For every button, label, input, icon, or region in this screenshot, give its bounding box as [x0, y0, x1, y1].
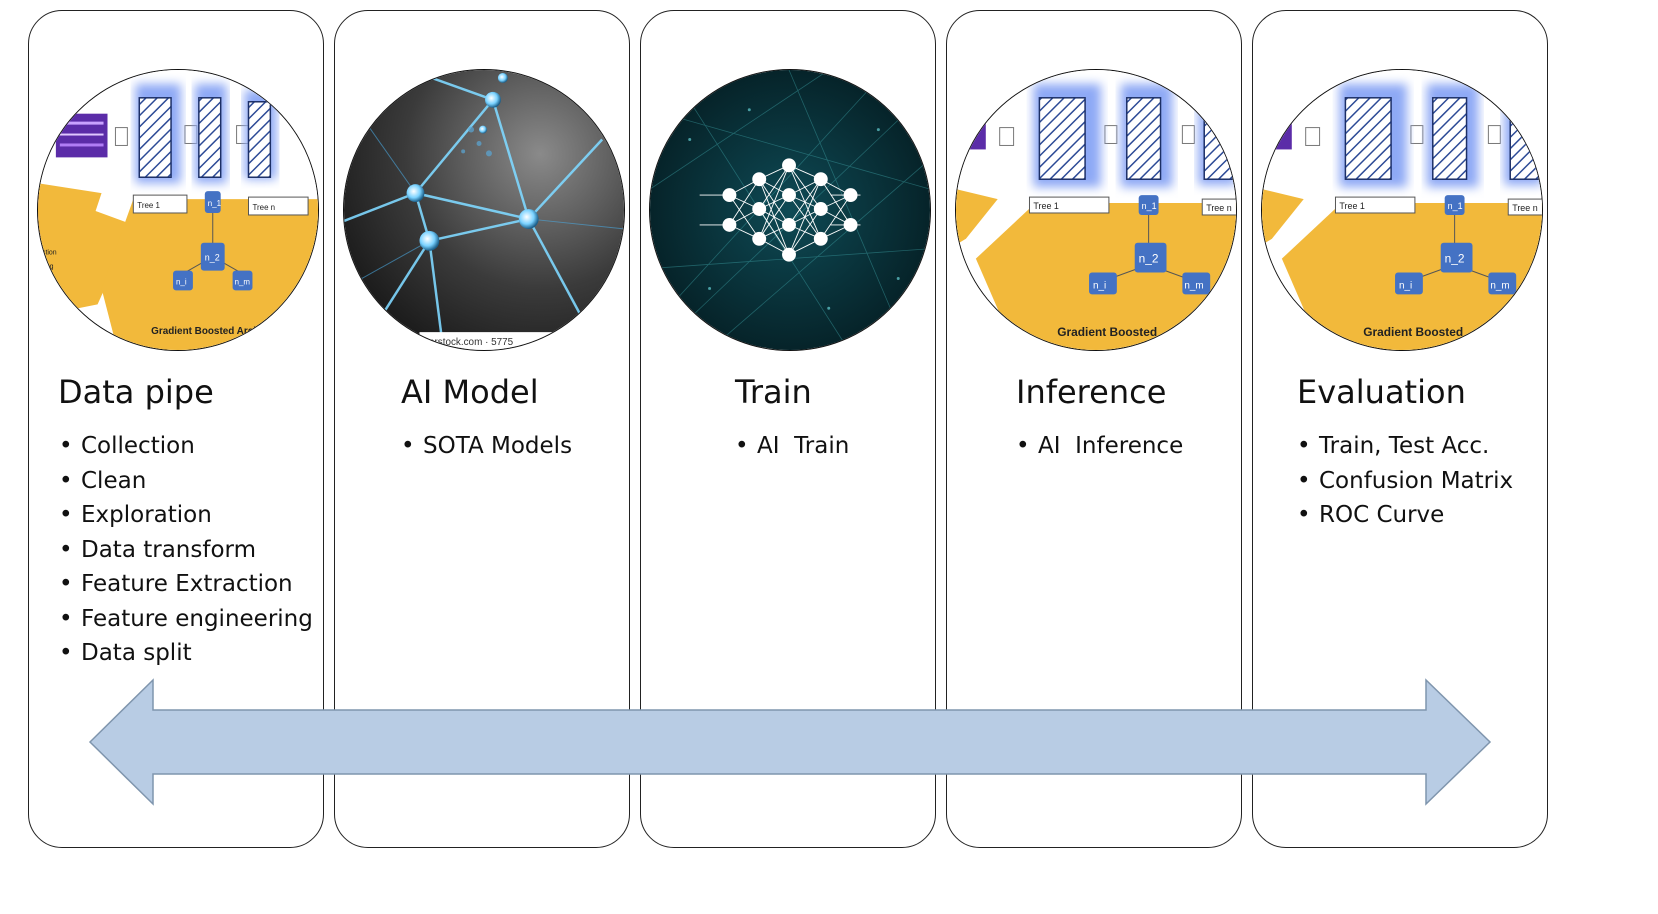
gb-node-1-label: n_1	[208, 199, 222, 208]
gb-tree-first-label: Tree 1	[137, 201, 160, 210]
stage-panel-data-pipe: Tree 1 Tree n n_1 n_2 n_i n_m ction ring…	[28, 10, 324, 848]
bullet-item: Feature Extraction	[59, 567, 313, 602]
stage-panel-evaluation: Tree 1 Tree n n_1 n_2 n_i n_m Gradient B…	[1252, 10, 1548, 848]
bullet-item: Train, Test Acc.	[1297, 429, 1513, 464]
bullet-item: Data split	[59, 636, 313, 671]
stage-panel-train: Train AI Train	[640, 10, 936, 848]
stage-panel-inference: Tree 1 Tree n n_1 n_2 n_i n_m Gradient B…	[946, 10, 1242, 848]
bullet-item: AI Inference	[1016, 429, 1183, 464]
stage-title-data-pipe: Data pipe	[58, 373, 214, 411]
bullet-item: Collection	[59, 429, 313, 464]
bullet-item: Clean	[59, 464, 313, 499]
gb-caption: Gradient Boosted	[1057, 325, 1157, 339]
bullet-item: ROC Curve	[1297, 498, 1513, 533]
gb-node-i-label: n_i	[176, 277, 187, 286]
bullet-item: Feature engineering	[59, 602, 313, 637]
stage-title-train: Train	[735, 373, 812, 411]
gradient-boosted-thumbnail: Tree 1 Tree n n_1 n_2 n_i n_m ction ring…	[37, 69, 319, 351]
stage-title-evaluation: Evaluation	[1297, 373, 1466, 411]
stage-bullets-ai-model: SOTA Models	[401, 429, 572, 464]
gb-side-text-a: ction	[42, 250, 57, 257]
gb-tree-last-label: Tree n	[252, 203, 275, 212]
gb-node-m-label: n_m	[1490, 280, 1509, 291]
bullet-item: Confusion Matrix	[1297, 464, 1513, 499]
gb-tree-first-label: Tree 1	[1339, 201, 1364, 211]
gb-node-1-label: n_1	[1448, 201, 1463, 211]
neural-network-3d-thumbnail: tterstock.com · 5775	[343, 69, 625, 351]
gb-node-2-label: n_2	[205, 253, 220, 263]
bullet-item: Data transform	[59, 533, 313, 568]
gb-node-2-label: n_2	[1445, 252, 1465, 266]
gradient-boosted-thumbnail: Tree 1 Tree n n_1 n_2 n_i n_m Gradient B…	[1261, 69, 1543, 351]
stage-bullets-inference: AI Inference	[1016, 429, 1183, 464]
gb-node-2-label: n_2	[1139, 252, 1159, 266]
stage-title-inference: Inference	[1016, 373, 1167, 411]
gb-node-m-label: n_m	[1184, 280, 1203, 291]
stock-watermark: tterstock.com · 5775	[423, 337, 513, 348]
stage-bullets-train: AI Train	[735, 429, 849, 464]
gradient-boosted-thumbnail: Tree 1 Tree n n_1 n_2 n_i n_m Gradient B…	[955, 69, 1237, 351]
gb-tree-last-label: Tree n	[1512, 203, 1537, 213]
gb-node-i-label: n_i	[1399, 280, 1412, 291]
gb-node-i-label: n_i	[1093, 280, 1106, 291]
stage-bullets-evaluation: Train, Test Acc. Confusion Matrix ROC Cu…	[1297, 429, 1513, 533]
gb-caption: Gradient Boosted Archit	[151, 326, 266, 337]
bullet-item: Exploration	[59, 498, 313, 533]
bullet-item: AI Train	[735, 429, 849, 464]
gb-node-1-label: n_1	[1142, 201, 1157, 211]
gb-caption: Gradient Boosted	[1363, 325, 1463, 339]
gb-node-m-label: n_m	[235, 277, 251, 286]
gb-tree-last-label: Tree n	[1206, 203, 1231, 213]
neural-network-diagram-thumbnail	[649, 69, 931, 351]
stage-title-ai-model: AI Model	[401, 373, 539, 411]
gb-side-text-b: ring	[42, 264, 54, 271]
bullet-item: SOTA Models	[401, 429, 572, 464]
stage-bullets-data-pipe: Collection Clean Exploration Data transf…	[59, 429, 313, 671]
stage-panel-ai-model: tterstock.com · 5775 AI Model SOTA Model…	[334, 10, 630, 848]
gb-tree-first-label: Tree 1	[1033, 201, 1058, 211]
